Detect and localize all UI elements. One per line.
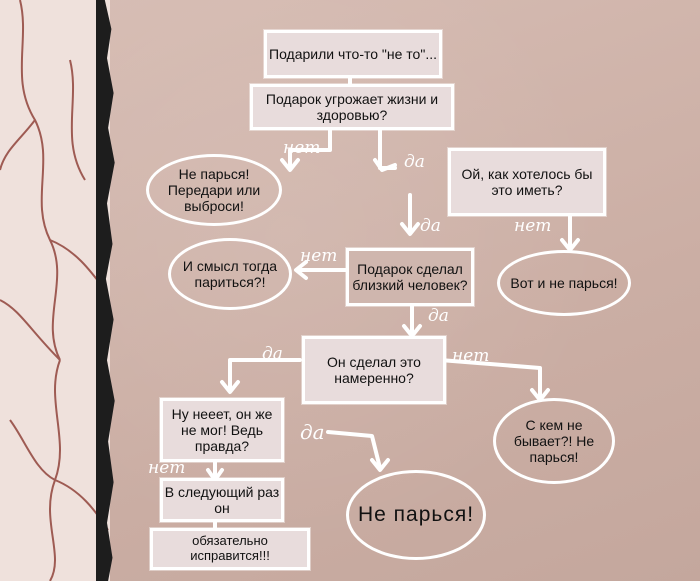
label-no-5: нет: [148, 458, 186, 478]
label-yes-4: да: [262, 344, 283, 364]
happens-node: С кем не бывает?! Не парься!: [493, 398, 615, 484]
label-yes-5: да: [300, 420, 325, 444]
on-purpose-question-node: Он сделал это намеренно?: [302, 336, 446, 404]
throw-away-node: Не парься! Передари или выброси!: [146, 154, 282, 226]
label-no-1: нет: [283, 138, 321, 158]
no-point-node: И смысл тогда париться?!: [168, 238, 292, 310]
couldnt-node: Ну нееет, он же не мог! Ведь правда?: [160, 398, 284, 462]
next-time-node-2: обязательно исправится!!!: [150, 528, 310, 570]
danger-question-node: Подарок угрожает жизни и здоровью?: [250, 84, 454, 130]
label-yes-1: да: [404, 152, 425, 172]
label-no-2: нет: [514, 216, 552, 236]
dont-worry-node-1: Вот и не парься!: [497, 250, 631, 316]
dont-worry-big-node: Не парься!: [346, 470, 486, 560]
label-yes-2: да: [420, 216, 441, 236]
label-no-4: нет: [452, 346, 490, 366]
left-panel: [0, 0, 112, 582]
label-no-3: нет: [300, 246, 338, 266]
start-node: Подарили что-то "не то"...: [264, 30, 442, 78]
wanted-question-node: Ой, как хотелось бы это иметь?: [448, 148, 606, 216]
next-time-node-1: В следующий раз он: [160, 478, 284, 522]
close-person-question-node: Подарок сделал близкий человек?: [346, 248, 474, 306]
label-yes-3: да: [428, 306, 449, 326]
vein-pattern: [0, 0, 109, 582]
